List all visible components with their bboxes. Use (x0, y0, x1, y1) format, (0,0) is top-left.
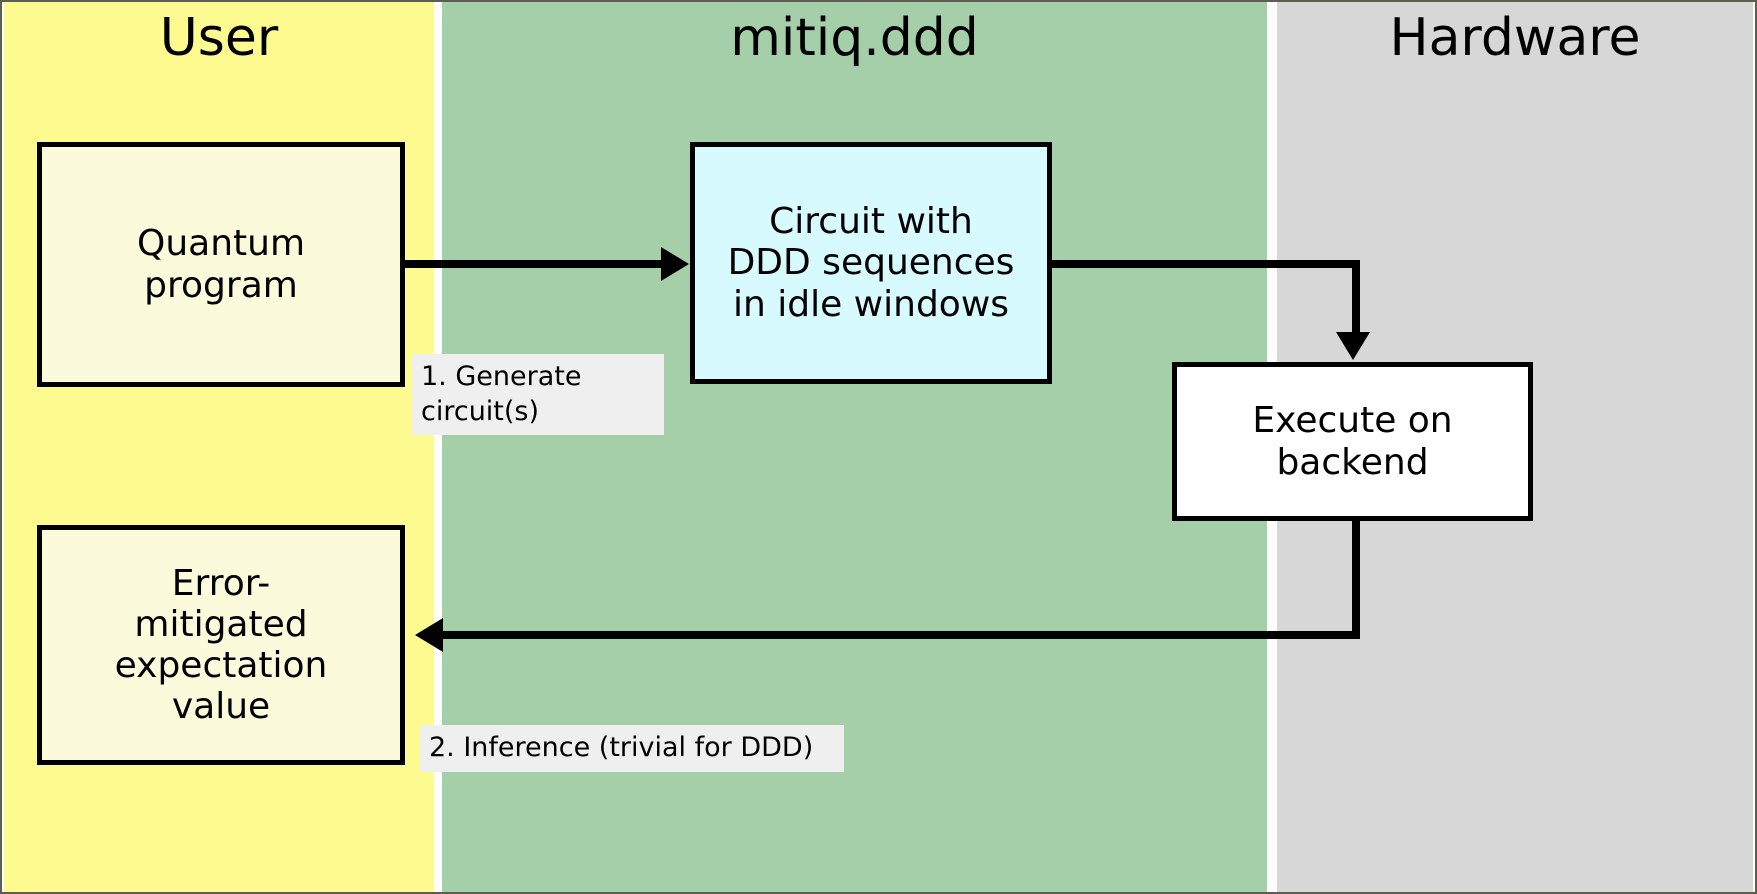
arrow-head-right-icon (661, 247, 689, 281)
connector-ddd-circuit-to-execute-vertical (1352, 260, 1360, 344)
connector-execute-to-error-mitigated-horizontal (443, 631, 1360, 639)
arrow-head-down-icon (1336, 332, 1370, 360)
swimlane-mitiq-ddd-title: mitiq.ddd (730, 8, 979, 68)
step-label-inference: 2. Inference (trivial for DDD) (420, 725, 844, 772)
node-execute-on-backend[interactable]: Execute on backend (1172, 362, 1533, 521)
node-ddd-circuit[interactable]: Circuit with DDD sequences in idle windo… (690, 142, 1052, 384)
swimlane-user-title: User (159, 8, 279, 68)
node-error-mitigated-expectation-value[interactable]: Error- mitigated expectation value (37, 525, 405, 765)
connector-ddd-circuit-to-execute-horizontal (1048, 260, 1360, 268)
arrow-head-left-icon (415, 618, 443, 652)
swimlane-hardware-title: Hardware (1389, 8, 1641, 68)
connector-execute-to-error-mitigated-vertical (1352, 517, 1360, 635)
node-quantum-program[interactable]: Quantum program (37, 142, 405, 387)
connector-quantum-program-to-ddd-circuit-line (405, 260, 663, 268)
step-label-generate-circuits: 1. Generate circuit(s) (412, 354, 664, 436)
